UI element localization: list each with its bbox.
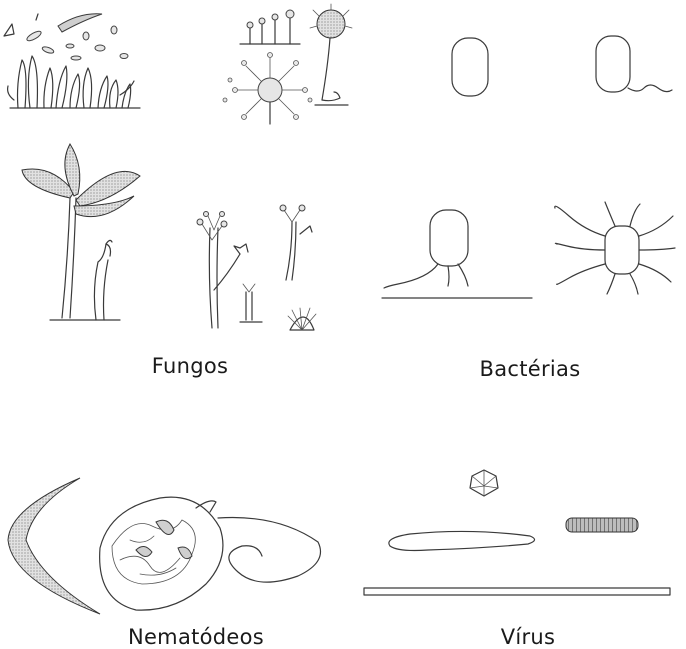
caption-viruses: Vírus [428, 625, 628, 649]
nematode-juvenile [8, 478, 100, 614]
nematode-swollen-female [100, 497, 223, 610]
virus-rod-shaped [566, 518, 638, 532]
bacterium-rod-amphitrichous [382, 210, 532, 298]
bacteria-group [382, 36, 675, 298]
fungus-conidiophore-cluster [4, 14, 140, 108]
fungi-group [4, 4, 352, 330]
virus-filamentous [389, 531, 535, 550]
nematodes-group [8, 478, 321, 614]
fungus-sporangiophores [223, 4, 352, 124]
nematode-adult-male [218, 518, 321, 583]
virus-long-rod [364, 588, 670, 595]
bacterium-rod-nonflagellated [452, 38, 488, 96]
bacterium-rod-peritrichous [555, 202, 675, 294]
virus-icosahedral [470, 470, 498, 496]
bacterium-rod-monotrichous [596, 36, 672, 92]
caption-fungi: Fungos [90, 354, 290, 378]
caption-nematodes: Nematódeos [96, 625, 296, 649]
caption-bacteria: Bactérias [430, 357, 630, 381]
viruses-group [364, 470, 670, 595]
fungus-macroconidia [22, 144, 140, 320]
fungus-branched-conidiophores [197, 205, 316, 330]
